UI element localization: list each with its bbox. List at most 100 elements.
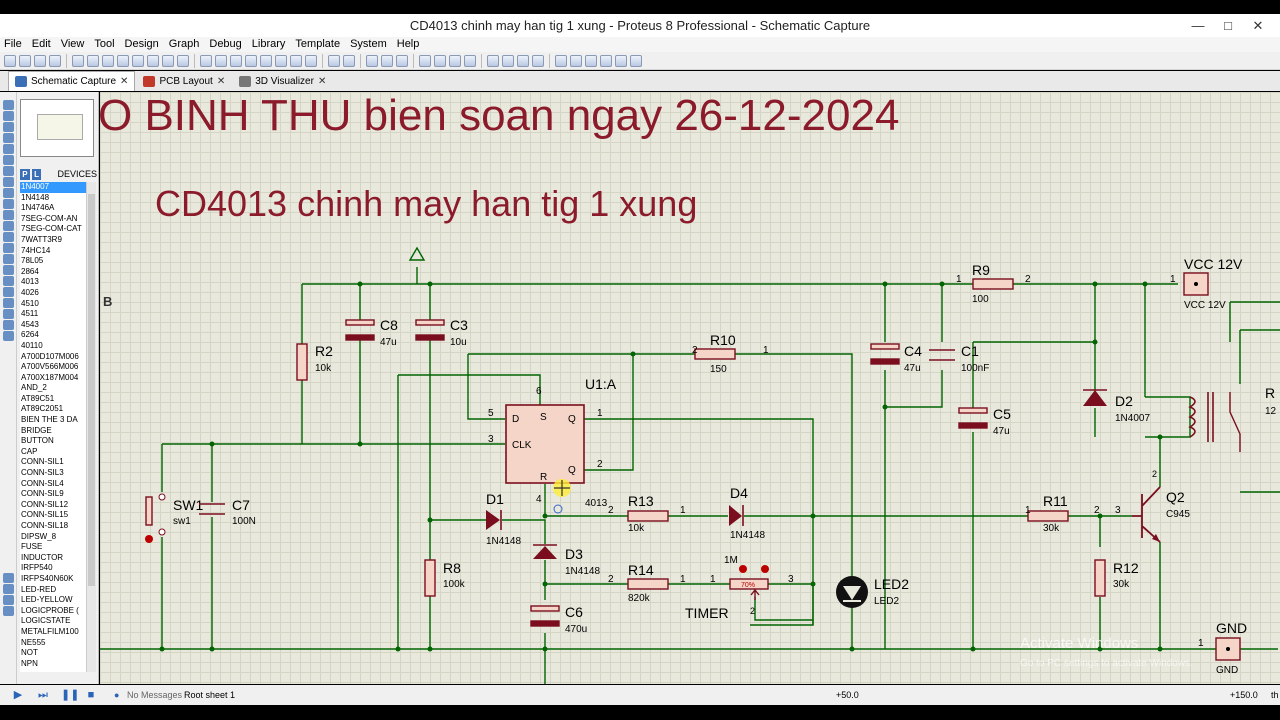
device-list-item[interactable]: CONN-SIL12 [21,499,69,509]
redo-icon[interactable] [343,54,355,67]
menu-system[interactable]: System [350,38,387,50]
wire[interactable] [584,354,634,471]
ic-u1a[interactable]: U1:A 4013 D S CLK R Q Q 5 6 3 1 2 4 [488,376,617,509]
wire[interactable] [468,353,853,578]
transistor-q2[interactable]: Q2 C945 3 2 [1115,469,1190,543]
bus-icon[interactable] [2,155,14,165]
undo-icon[interactable] [328,54,340,67]
line-icon[interactable] [2,254,14,264]
text-icon[interactable] [2,309,14,319]
gnd-terminal[interactable]: GND GND 1 [1198,620,1247,676]
zoom-area-icon[interactable] [305,54,317,67]
bom-icon[interactable] [147,54,159,67]
text-script-icon[interactable] [2,144,14,154]
resistor-r14[interactable]: R14 820k 2 1 [608,562,686,604]
probe-icon[interactable] [2,232,14,242]
device-list-item[interactable]: 4543 [21,319,39,329]
terminal-icon[interactable] [2,177,14,187]
graph-icon[interactable] [2,199,14,209]
device-list-item[interactable]: BIEN THE 3 DA [21,415,78,425]
overview-window[interactable] [20,99,94,157]
search-tag-icon[interactable] [570,54,582,67]
generator-icon[interactable] [2,221,14,231]
subcircuit-icon[interactable] [2,166,14,176]
gerber-icon[interactable] [132,54,144,67]
scrollbar-thumb[interactable] [88,194,95,586]
schematic-icon[interactable] [87,54,99,67]
resistor-r12[interactable]: R12 30k [1094,559,1139,597]
component-mode-icon[interactable] [2,111,14,121]
minimize-button[interactable]: — [1191,18,1205,33]
save-icon[interactable] [34,54,46,67]
resistor-r8[interactable]: R8 100k [424,559,466,597]
device-list-item[interactable]: 7SEG-COM-AN [21,213,78,223]
menu-help[interactable]: Help [396,38,420,50]
box-icon[interactable] [2,265,14,275]
menu-debug[interactable]: Debug [209,38,242,50]
menu-tool[interactable]: Tool [94,38,115,50]
play-icon[interactable]: ▶ [13,689,23,701]
device-list-item[interactable]: 74HC14 [21,245,51,255]
selection-mode-icon[interactable] [2,100,14,110]
resistor-r9[interactable]: R9 100 1 2 [956,262,1031,305]
menu-template[interactable]: Template [295,38,341,50]
menu-graph[interactable]: Graph [168,38,200,50]
tab-schematic-capture[interactable]: Schematic Capture ✕ [8,71,136,91]
close-button[interactable]: ✕ [1252,18,1264,33]
device-list-scrollbar[interactable] [86,182,96,672]
device-list-item[interactable]: NE555 [21,637,46,647]
pick-device-icon[interactable] [487,54,499,67]
device-list-item[interactable]: METALFILM100 [21,626,79,636]
menu-design[interactable]: Design [124,38,159,50]
device-list-item[interactable]: 4511 [21,309,39,319]
menu-edit[interactable]: Edit [31,38,51,50]
new-file-icon[interactable] [4,54,16,67]
relay-coil[interactable]: R 12 [1188,385,1277,452]
arc-icon[interactable] [2,287,14,297]
device-list-item[interactable]: AT89C2051 [21,404,64,414]
device-list-item[interactable]: CONN-SIL9 [21,489,64,499]
symbol-icon[interactable] [2,320,14,330]
origin-icon[interactable] [230,54,242,67]
device-list-item[interactable]: BUTTON [21,436,54,446]
device-list-item[interactable]: FUSE [21,542,43,552]
device-list-item[interactable]: 40110 [21,340,43,350]
block-move-icon[interactable] [434,54,446,67]
messages-status[interactable]: No Messages [127,690,183,700]
device-list-item[interactable]: LOGICPROBE ( [21,605,79,615]
decompose-icon[interactable] [532,54,544,67]
rotate-ccw-icon[interactable] [2,584,14,594]
device-list-item[interactable]: AT89C51 [21,393,55,403]
device-list-item[interactable]: CONN-SIL4 [21,478,64,488]
rotate-cw-icon[interactable] [2,573,14,583]
wire-autorouter-icon[interactable] [555,54,567,67]
device-list-item[interactable]: CAP [21,446,38,456]
wire[interactable] [1239,329,1280,493]
device-list-item[interactable]: CONN-SIL18 [21,521,69,530]
pan-icon[interactable] [245,54,257,67]
step-icon[interactable]: ⏭ [38,689,48,701]
close-icon[interactable]: ✕ [317,75,327,87]
tab-3d-visualizer[interactable]: 3D Visualizer ✕ [233,71,333,91]
zoom-all-icon[interactable] [290,54,302,67]
copy-icon[interactable] [381,54,393,67]
device-list-item[interactable]: IRFP540 [21,563,53,573]
home-icon[interactable] [72,54,84,67]
export-icon[interactable] [630,54,642,67]
close-project-icon[interactable] [49,54,61,67]
wire[interactable] [1229,301,1280,342]
wire[interactable] [467,354,505,420]
zoom-in-icon[interactable] [260,54,272,67]
make-device-icon[interactable] [502,54,514,67]
potentiometer-timer[interactable]: 1M TIMER 70% 1 3 2 [685,555,794,621]
stop-icon[interactable]: ■ [87,689,95,701]
tab-pcb-layout[interactable]: PCB Layout ✕ [137,71,232,91]
device-list-item[interactable]: 4026 [21,287,39,297]
device-list-item[interactable]: 7SEG-COM-CAT [21,224,82,234]
junction-icon[interactable] [2,122,14,132]
device-list-item[interactable]: 1N4148 [21,192,50,202]
cut-icon[interactable] [366,54,378,67]
diode-d1[interactable]: D1 1N4148 [486,491,521,547]
device-list-item[interactable]: 4510 [21,298,39,308]
device-list-item[interactable]: 78L05 [21,256,44,266]
